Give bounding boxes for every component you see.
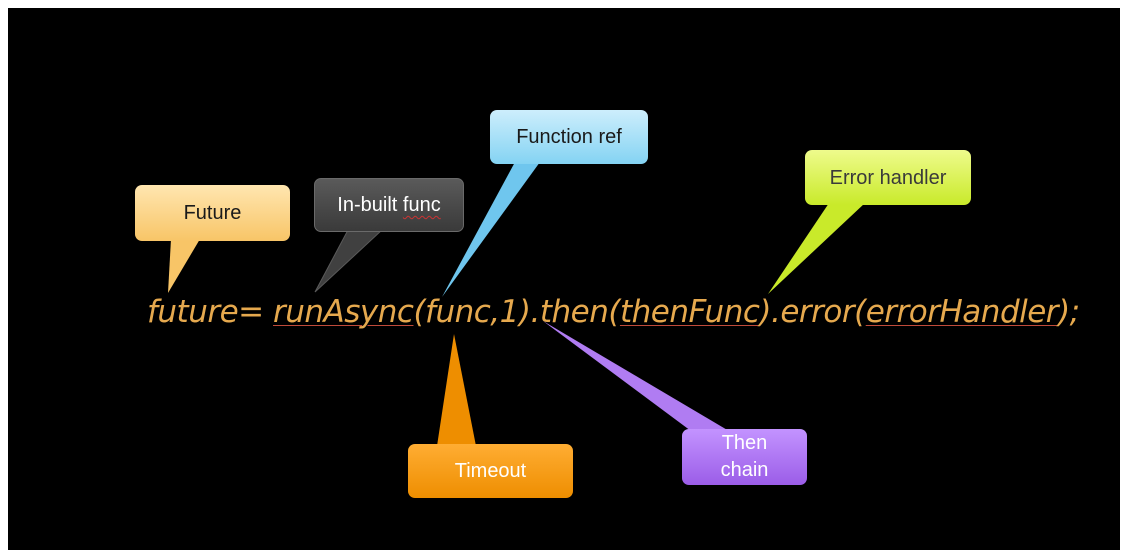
future-callout: Future	[135, 185, 290, 241]
then-chain-pointer	[543, 321, 729, 431]
error-handler-pointer	[768, 203, 865, 294]
code-then-func: thenFunc	[619, 294, 760, 330]
inbuilt-func-callout: In-built func	[314, 178, 464, 232]
function-ref-callout-label: Function ref	[516, 126, 622, 148]
timeout-callout: Timeout	[408, 444, 573, 498]
function-ref-callout: Function ref	[490, 110, 648, 164]
inbuilt-func-word: func	[402, 194, 441, 216]
future-pointer	[168, 239, 200, 293]
then-chain-callout: Then chain	[682, 429, 807, 485]
callout-pointers	[168, 162, 865, 446]
function-ref-pointer	[442, 162, 540, 297]
error-handler-callout-label: Error handler	[829, 166, 947, 189]
slide: Future In-built func Function ref Error …	[8, 8, 1120, 550]
code-suffix: );	[1058, 294, 1080, 330]
code-line: future= runAsync(func,1).then(thenFunc).…	[147, 294, 1080, 330]
code-error-handler: errorHandler	[865, 294, 1059, 330]
timeout-pointer	[437, 334, 476, 446]
code-args-then: (func,1).then(	[413, 294, 620, 330]
future-callout-label: Future	[183, 202, 242, 224]
code-run-async: runAsync	[273, 294, 414, 330]
code-prefix: future=	[147, 294, 274, 330]
code-error: ).error(	[759, 294, 866, 330]
inbuilt-func-pointer	[314, 229, 384, 293]
timeout-callout-label: Timeout	[454, 460, 527, 482]
then-chain-callout-label: Then chain	[720, 432, 769, 481]
inbuilt-func-callout-label: In-built func	[337, 192, 440, 218]
error-handler-callout: Error handler	[805, 150, 971, 205]
inbuilt-func-prefix: In-built	[337, 194, 403, 216]
